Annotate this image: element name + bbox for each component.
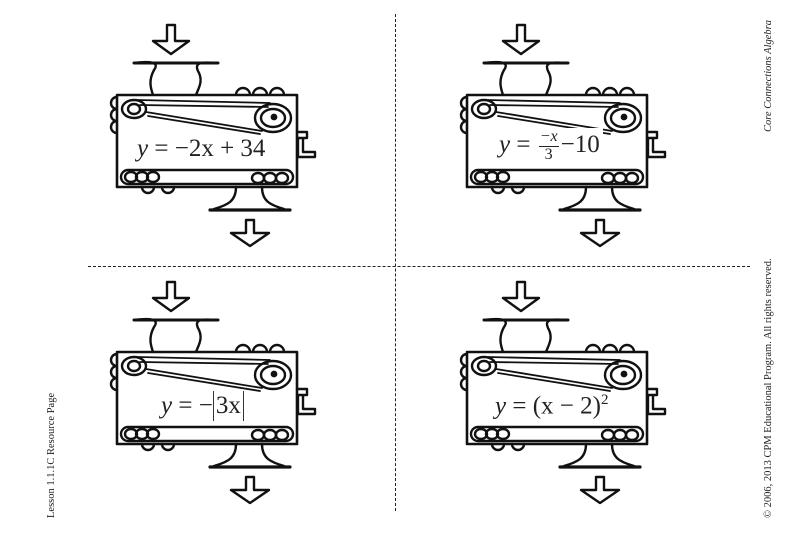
absolute-value: 3x (212, 391, 244, 421)
function-machine-top-left: y = −2x + 34 (109, 15, 350, 255)
equation-3: y = −3x (158, 390, 247, 422)
horizontal-cut-line (88, 266, 750, 267)
lesson-label: Lesson 1.1.1C Resource Page (46, 392, 57, 518)
equation-1: y = −2x + 34 (134, 135, 269, 162)
vertical-cut-line (395, 14, 396, 511)
equation-4: y = (x − 2)2 (492, 392, 612, 420)
function-machine-bottom-right: y = (x − 2)2 (459, 272, 700, 512)
copyright-notice: © 2006, 2013 CPM Educational Program. Al… (763, 258, 774, 518)
function-machine-bottom-left: y = −3x (109, 272, 350, 512)
book-title: Core Connections Algebra (763, 20, 774, 132)
